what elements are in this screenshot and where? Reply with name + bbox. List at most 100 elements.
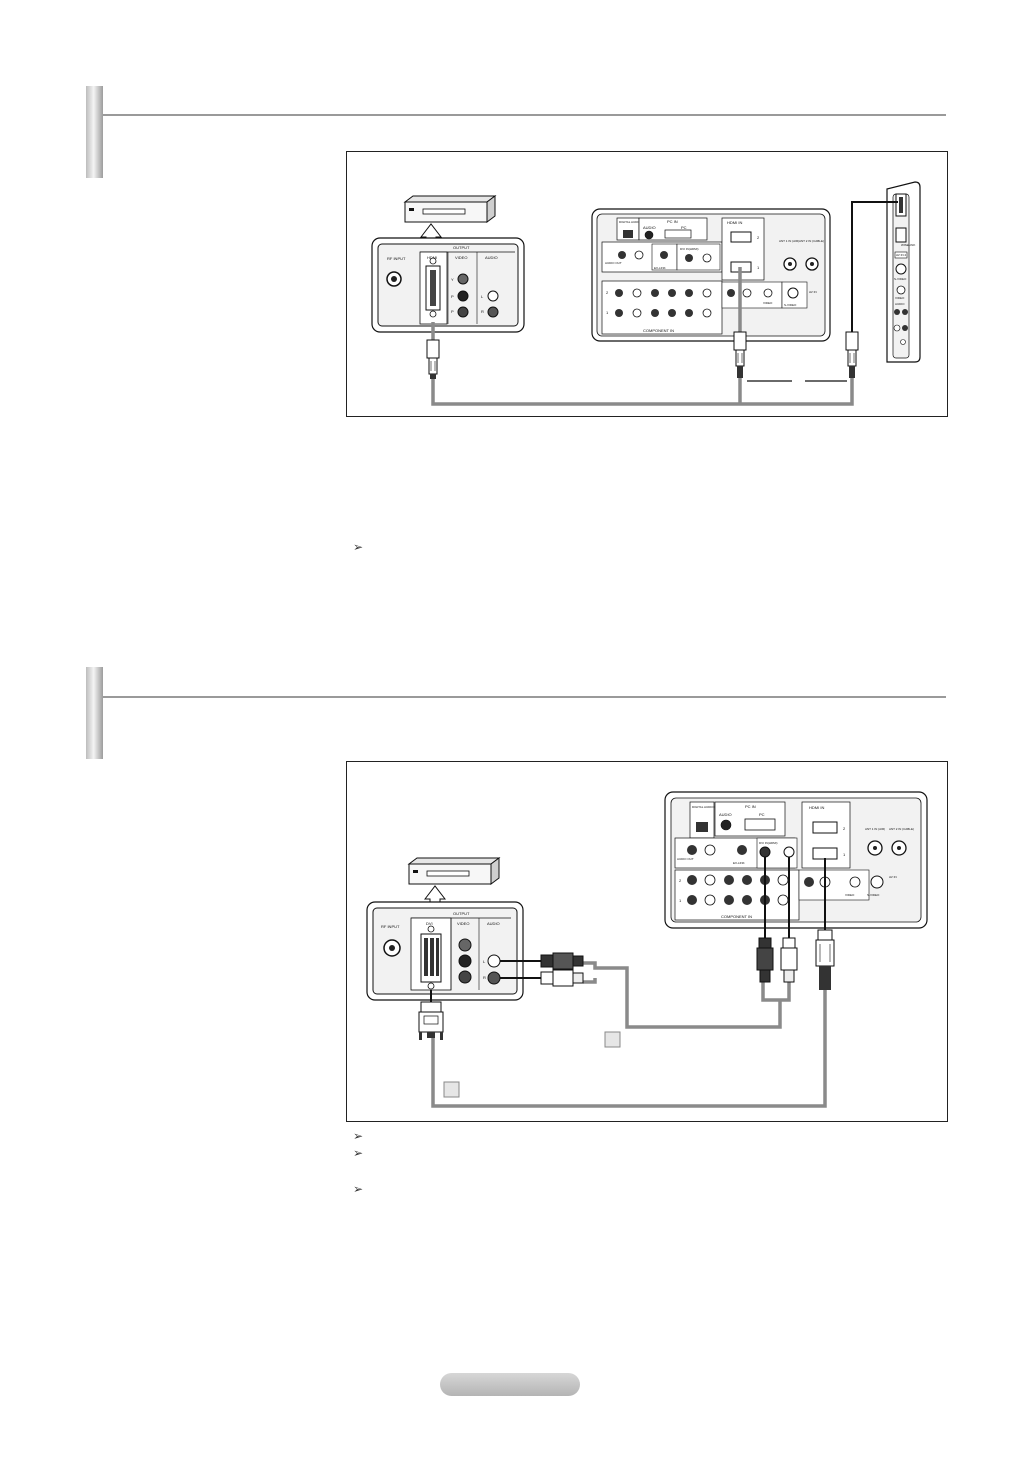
tv-hdmi-1-port: [812, 847, 838, 860]
audio-r-jack: [487, 306, 499, 318]
hdmi-connector-icon: [426, 339, 440, 379]
tv-video-label: VIDEO: [845, 893, 855, 897]
tv-audio-out-label: AUDIO OUT: [677, 857, 694, 861]
rca-plug-icon: [756, 937, 774, 983]
y-label: Y: [451, 277, 454, 282]
source-hdmi-label: HDMI: [427, 255, 437, 260]
source-video-label: VIDEO: [457, 921, 469, 926]
tv-pc-label: PC: [759, 812, 765, 817]
tv-av-in-label: AV IN: [889, 875, 897, 879]
source-output-panel: OUTPUT RF INPUT HDMI VIDEO Y P P AUDIO L…: [371, 237, 525, 333]
arrow-tip-icon: ➢: [353, 540, 364, 554]
source-device-icon: [403, 195, 497, 223]
section2-header-bar: [86, 667, 103, 759]
tv-pc-port: [744, 818, 776, 831]
tv-video-label: VIDEO: [763, 301, 773, 305]
audio-cable: [583, 961, 782, 1029]
source-audio-label: AUDIO: [487, 921, 500, 926]
audio-l-jack: [487, 290, 499, 302]
tv-pc-port: [664, 229, 692, 239]
tv-ex-link-label: EX-LINK: [654, 266, 666, 270]
pr-jack: [457, 306, 469, 318]
audio-cable-split: [761, 982, 791, 1002]
source-output-panel: OUTPUT RF INPUT DVI VIDEO AUDIO L R: [366, 901, 524, 1001]
tv-svideo-label: S-VIDEO: [867, 893, 880, 897]
tv-hdmi-2-port: [812, 821, 838, 834]
rf-input-label: RF INPUT: [381, 924, 400, 929]
side-wiselink-label: WISELINK: [901, 243, 915, 247]
hdmi-connector-icon: [815, 929, 835, 990]
tv-av-in-label: AV IN: [809, 290, 817, 294]
tv-hdmi-2-label: 2: [843, 826, 846, 831]
side-video-label: VIDEO: [895, 296, 905, 300]
tv-hdmi-in-label: HDMI IN: [727, 220, 742, 225]
audio-l-jack: [487, 954, 501, 968]
pb-label: P: [451, 294, 454, 299]
component-row2-label: 2: [679, 878, 682, 883]
source-device-icon: [407, 857, 501, 885]
rca-plug-icon: [540, 952, 584, 970]
tv-audio-out-label: AUDIO OUT: [605, 261, 622, 265]
hdmi-connector-icon: [733, 331, 747, 378]
tv-component-in-label: COMPONENT IN: [721, 914, 752, 919]
source-video-label: VIDEO: [455, 255, 467, 260]
source-output-label: OUTPUT: [453, 245, 470, 250]
tv-ant1-label: ANT 1 IN (AIR): [865, 827, 885, 831]
hdmi-connector-icon: [845, 331, 859, 378]
section1-header-rule: [103, 114, 946, 116]
rf-input-label: RF INPUT: [387, 256, 406, 261]
source-dvi-label: DVI: [426, 921, 433, 926]
rca-plug-icon: [540, 969, 584, 987]
tv-side-panel: WISELINK AV IN 2 S-VIDEO VIDEO AUDIO: [886, 181, 921, 363]
pb-jack: [457, 290, 469, 302]
step-marker-1: [443, 1081, 460, 1098]
tv-audio-label: AUDIO: [719, 812, 732, 817]
tv-ant2-label: ANT 2 IN (CABLE): [889, 827, 914, 831]
tv-rear-panel: DIGITAL AUDIO OUT (OPTICAL) PC IN AUDIO …: [591, 208, 831, 342]
tv-component-in-label: COMPONENT IN: [643, 328, 674, 333]
audio-r-label: R: [483, 975, 486, 980]
hdmi-connection-diagram: OUTPUT RF INPUT HDMI VIDEO Y P P AUDIO L…: [346, 151, 948, 417]
audio-l-label: L: [483, 959, 486, 964]
tv-dvi-label: DVI IN(HDMI): [759, 841, 778, 845]
hdmi-connection-svg: OUTPUT RF INPUT HDMI VIDEO Y P P AUDIO L…: [371, 181, 921, 406]
tv-hdmi-2-label: 2: [757, 235, 760, 240]
hdmi-cable: [431, 267, 854, 406]
tv-svideo-label: S-VIDEO: [784, 303, 797, 307]
side-usb-port: [895, 227, 907, 243]
audio-r-label: R: [481, 309, 484, 314]
up-arrow-icon: [423, 885, 447, 903]
tv-hdmi-2-port: [730, 231, 752, 243]
dvi-audio-l-jack: [759, 846, 771, 858]
source-output-label: OUTPUT: [453, 911, 470, 916]
tv-hdmi-in-label: HDMI IN: [809, 805, 824, 810]
tv-pc-in-label: PC IN: [667, 219, 678, 224]
tv-ant1-label: ANT 1 IN (AIR): [779, 239, 799, 243]
y-jack: [457, 273, 469, 285]
arrow-tip-icon: ➢: [353, 1146, 364, 1160]
tv-ant2-label: ANT 2 IN (CABLE): [799, 239, 824, 243]
dvi-audio-r-jack: [783, 846, 795, 858]
tv-digital-audio-label: DIGITAL AUDIO OUT (OPTICAL): [692, 805, 736, 809]
side-av-in2-label: AV IN 2: [896, 253, 906, 257]
tv-ex-link-label: EX-LINK: [733, 861, 745, 865]
dvi-connector-icon: [418, 990, 444, 1040]
section1-header-bar: [86, 86, 103, 178]
dvi-hdmi-cable: [431, 990, 827, 1108]
tv-audio-label: AUDIO: [643, 225, 656, 230]
component-row1-label: 1: [606, 310, 609, 315]
audio-l-label: L: [481, 294, 484, 299]
step-marker-2: [604, 1031, 621, 1048]
page-number-pill: [440, 1373, 580, 1396]
tv-pc-in-label: PC IN: [745, 804, 756, 809]
tv-rear-panel: DIGITAL AUDIO OUT (OPTICAL) PC IN AUDIO …: [664, 791, 928, 929]
dvi-connection-diagram: DIGITAL AUDIO OUT (OPTICAL) PC IN AUDIO …: [346, 761, 948, 1122]
audio-r-jack: [487, 971, 501, 985]
tv-hdmi-1-label: 1: [757, 265, 760, 270]
section2-header-rule: [103, 696, 946, 698]
rca-plug-icon: [780, 937, 798, 983]
source-audio-label: AUDIO: [485, 255, 498, 260]
arrow-tip-icon: ➢: [353, 1129, 364, 1143]
tv-dvi-label: DVI IN(HDMI): [680, 247, 699, 251]
side-audio-label: AUDIO: [895, 302, 905, 306]
